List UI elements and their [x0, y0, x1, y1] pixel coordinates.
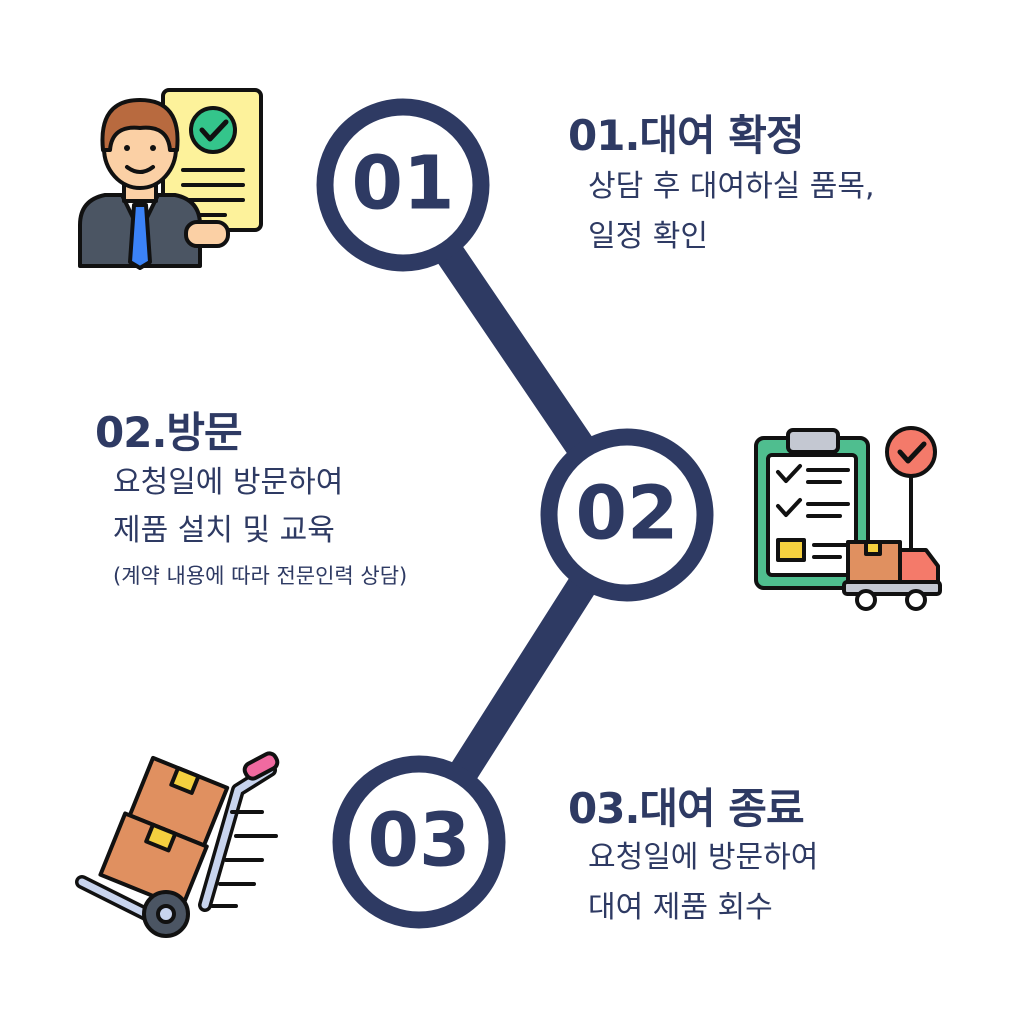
step-2-note: (계약 내용에 따라 전문인력 상담) [113, 564, 408, 588]
step-circle-3: 03 [332, 755, 506, 929]
step-title-2: 02.방문 [95, 408, 243, 457]
clipboard-delivery-icon [754, 426, 942, 611]
step-title-1: 01.대여 확정 [568, 111, 805, 160]
hand-truck-icon [75, 751, 280, 938]
step-number-2: 02 [576, 471, 679, 557]
agent-document-icon [78, 88, 263, 270]
step-circle-2: 02 [540, 428, 714, 602]
step-2-line-2: 제품 설치 및 교육 [113, 513, 335, 548]
step-1-line-1: 상담 후 대여하실 품목, [588, 169, 875, 204]
step-1-line-2: 일정 확인 [588, 219, 708, 254]
step-3-line-2: 대여 제품 회수 [588, 890, 773, 925]
step-2-line-1: 요청일에 방문하여 [113, 465, 344, 500]
step-number-1: 01 [352, 141, 455, 227]
step-3-line-1: 요청일에 방문하여 [588, 840, 819, 875]
step-circle-1: 01 [316, 98, 490, 272]
step-title-3: 03.대여 종료 [568, 784, 805, 833]
step-number-3: 03 [368, 798, 471, 884]
